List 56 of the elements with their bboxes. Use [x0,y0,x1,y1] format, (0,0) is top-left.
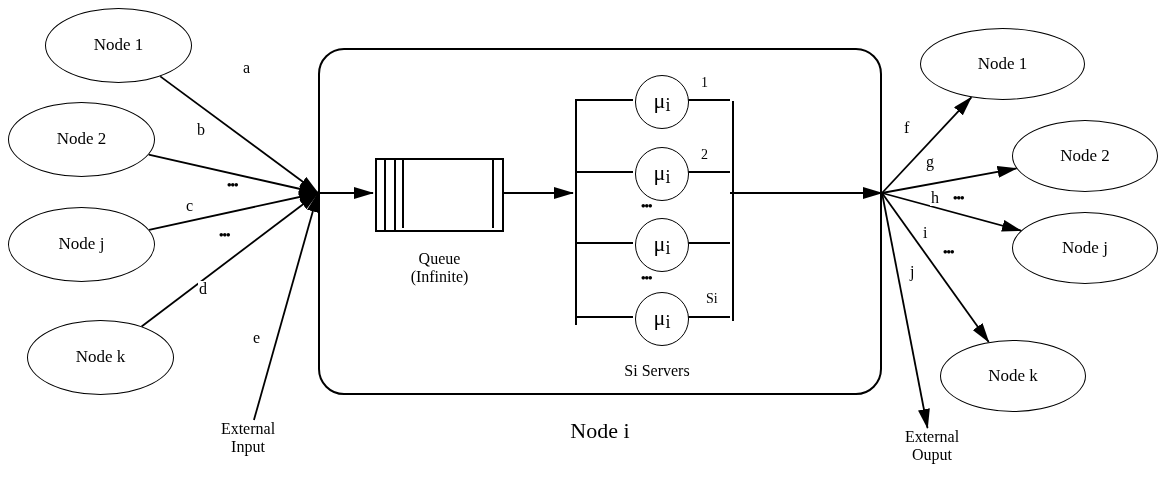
ellipsis-dots: ••• [952,191,965,204]
server-circle [635,75,689,129]
ellipsis-dots: ••• [942,245,955,258]
arrow [881,96,973,194]
server-number: 2 [700,148,709,162]
arrow [501,187,574,199]
queue-label: Queue (Infinite) [409,250,470,286]
server-circle [635,218,689,272]
edge-label: j [909,264,916,280]
ellipsis-dots: ••• [640,199,653,212]
service-rate-label: μ$_{i}$ [653,233,671,257]
group-label: Si Servers [624,362,690,380]
arrow [148,191,319,231]
node-label: Node 1 [977,54,1028,74]
service-rate-label: μ$_{i}$ [653,162,671,186]
service-rate-label: μ$_{i}$ [653,90,671,114]
server-circle [635,147,689,201]
arrow [881,192,1022,232]
arrow [317,187,374,199]
terminal-label: External Ouput [903,428,961,464]
connector-line [574,242,634,244]
node-label: Node 2 [1060,146,1110,166]
ellipsis-dots: ••• [640,271,653,284]
ellipsis-dots: ••• [226,178,239,191]
arrow [159,75,319,194]
arrow [140,192,319,328]
ellipsis-dots: ••• [218,228,231,241]
server-number: Si [705,292,719,306]
node-title: Node i [570,419,630,444]
arrow [729,187,883,199]
connector-line [574,99,634,101]
edge-label: b [196,122,206,138]
arrow [881,166,1018,194]
edge-label: h [930,190,940,206]
node-label: Node k [988,366,1038,386]
edge-label: d [198,281,208,297]
arrow [147,153,319,195]
edge-label: i [922,225,929,241]
node-ellipse [45,8,192,83]
arrow [881,192,990,343]
edge-label: f [903,120,911,136]
node-ellipse [8,102,155,177]
node-label: Node 2 [56,130,107,149]
arrow [881,192,930,429]
node-label: Node j [1062,238,1108,258]
connector-line [574,171,634,173]
node-label: Node 1 [93,36,144,55]
arrow [253,192,319,421]
connector-line [574,316,634,318]
terminal-label: External Input [219,420,277,456]
node-label: Node k [75,348,126,367]
server-circle [635,292,689,346]
node-label: Node j [58,235,105,254]
server-number: 1 [700,76,709,90]
node-ellipse [27,320,174,395]
service-rate-label: μ$_{i}$ [653,307,671,331]
